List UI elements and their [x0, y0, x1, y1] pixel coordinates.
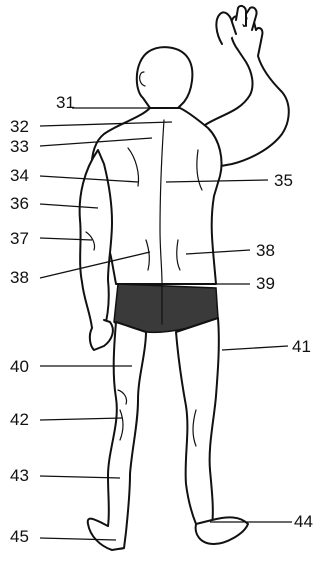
head	[137, 47, 193, 108]
label-42: 42	[10, 410, 29, 429]
label-39: 39	[256, 274, 275, 293]
label-35: 35	[274, 171, 293, 190]
label-37: 37	[10, 229, 29, 248]
label-31: 31	[56, 93, 75, 112]
leader-42	[40, 418, 122, 420]
label-38-right: 38	[256, 241, 275, 260]
label-44: 44	[294, 512, 313, 531]
leader-41	[222, 346, 288, 350]
label-33: 33	[10, 137, 29, 156]
right-leg	[176, 318, 219, 526]
label-40: 40	[10, 357, 29, 376]
label-36: 36	[10, 194, 29, 213]
label-34: 34	[10, 166, 29, 185]
label-43: 43	[10, 466, 29, 485]
label-38-left: 38	[10, 268, 29, 287]
label-41: 41	[292, 337, 311, 356]
label-32: 32	[10, 117, 29, 136]
left-leg	[107, 322, 146, 549]
label-45: 45	[10, 527, 29, 546]
